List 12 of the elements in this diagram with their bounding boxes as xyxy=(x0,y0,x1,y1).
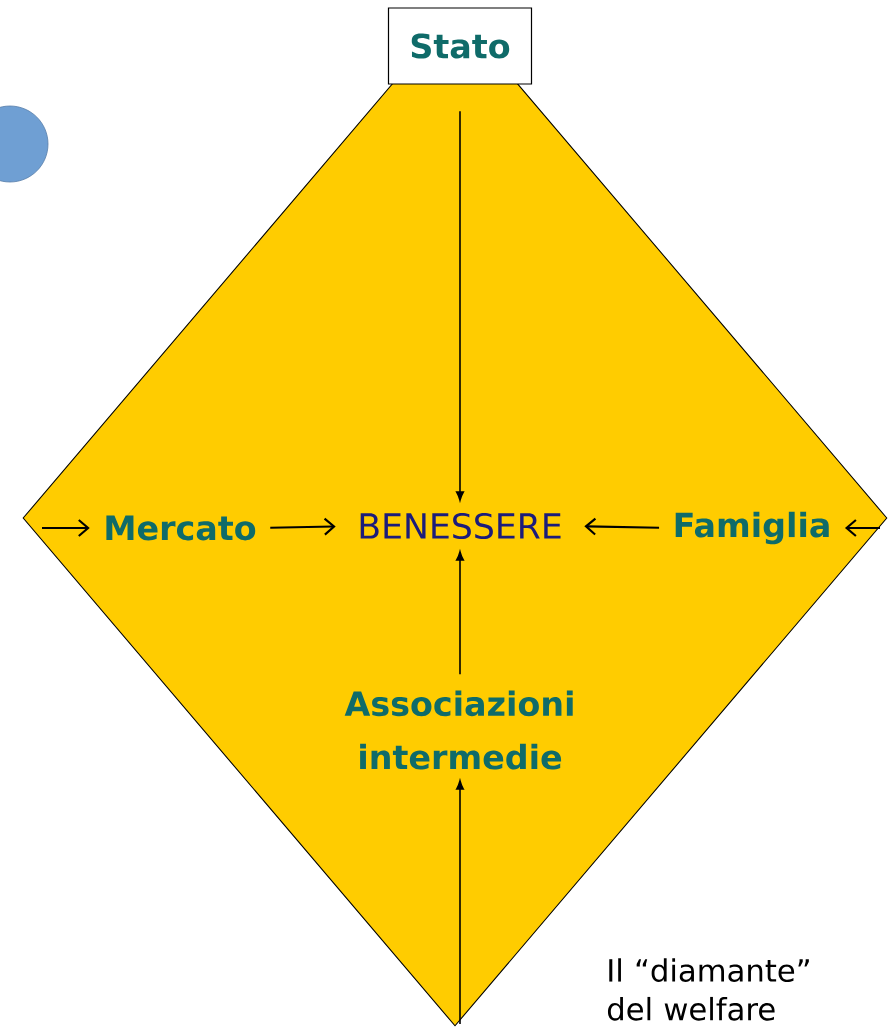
label-text: Mercato xyxy=(106,515,256,541)
caption-text: Il “diamante” del welfare xyxy=(607,958,809,1021)
arrow xyxy=(455,780,465,1025)
arrow xyxy=(42,519,90,537)
arrow xyxy=(844,519,880,537)
label-text: Famiglia xyxy=(675,511,829,545)
center-label: BENESSERE xyxy=(360,512,561,540)
label-text: Associazioni intermedie xyxy=(344,690,573,770)
arrow xyxy=(584,517,660,536)
arrow xyxy=(270,517,336,536)
arrow xyxy=(455,551,465,675)
arrow xyxy=(455,110,465,501)
